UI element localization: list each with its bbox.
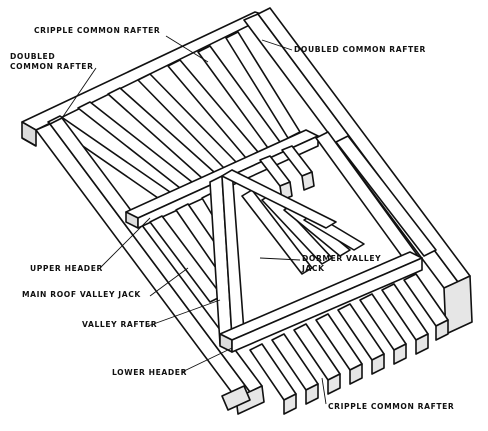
leader-main-valley-jack bbox=[149, 267, 189, 297]
leader-dormer-valley-jack bbox=[259, 257, 301, 261]
leader-cripple-top bbox=[165, 35, 209, 63]
dormer-valley-jacks bbox=[241, 189, 365, 275]
lower-rafter-tails bbox=[283, 319, 449, 415]
ridge-board bbox=[21, 11, 269, 147]
valley-rafter bbox=[209, 169, 245, 345]
leader-cripple-bottom bbox=[321, 377, 327, 405]
dormer-ridge bbox=[221, 169, 337, 229]
doubled-common-rafter-left bbox=[35, 117, 265, 415]
leader-doubled-left bbox=[61, 67, 97, 119]
leader-doubled-right bbox=[261, 39, 293, 51]
lower-header bbox=[219, 251, 423, 353]
leader-lower-header bbox=[181, 347, 233, 373]
leader-upper-header bbox=[99, 217, 151, 269]
plate-stub bbox=[221, 385, 251, 411]
lower-cripple-rafters bbox=[249, 273, 449, 401]
leader-valley-rafter bbox=[147, 299, 221, 327]
